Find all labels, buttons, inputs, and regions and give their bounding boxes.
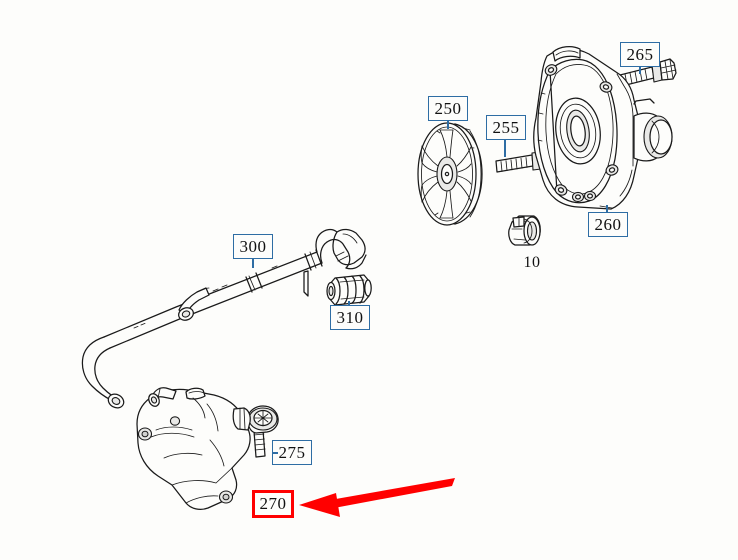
callout-275[interactable]: 275 bbox=[272, 440, 312, 465]
leader-265 bbox=[639, 67, 641, 74]
callout-310[interactable]: 310 bbox=[330, 305, 370, 330]
callout-270-highlighted[interactable]: 270 bbox=[252, 490, 294, 518]
leader-250 bbox=[447, 121, 449, 129]
callout-250[interactable]: 250 bbox=[428, 96, 468, 121]
leader-255 bbox=[504, 140, 506, 157]
part-hose-connector bbox=[326, 274, 372, 306]
part-bolt-265 bbox=[619, 58, 677, 87]
part-fan-impeller bbox=[417, 122, 483, 226]
leader-310 bbox=[348, 301, 350, 306]
callout-260[interactable]: 260 bbox=[588, 212, 628, 237]
callout-10[interactable]: 10 bbox=[523, 253, 541, 271]
part-bolt-275 bbox=[247, 405, 279, 458]
leader-260 bbox=[606, 205, 608, 212]
part-clip-bracket bbox=[508, 215, 541, 246]
callout-255[interactable]: 255 bbox=[486, 115, 526, 140]
leader-300 bbox=[252, 259, 254, 268]
callout-265[interactable]: 265 bbox=[620, 42, 660, 67]
part-thermostat-housing bbox=[136, 387, 251, 510]
part-coolant-pipe bbox=[81, 228, 367, 409]
callout-300[interactable]: 300 bbox=[233, 234, 273, 259]
leader-275 bbox=[272, 452, 278, 454]
part-pump-housing bbox=[533, 45, 673, 210]
